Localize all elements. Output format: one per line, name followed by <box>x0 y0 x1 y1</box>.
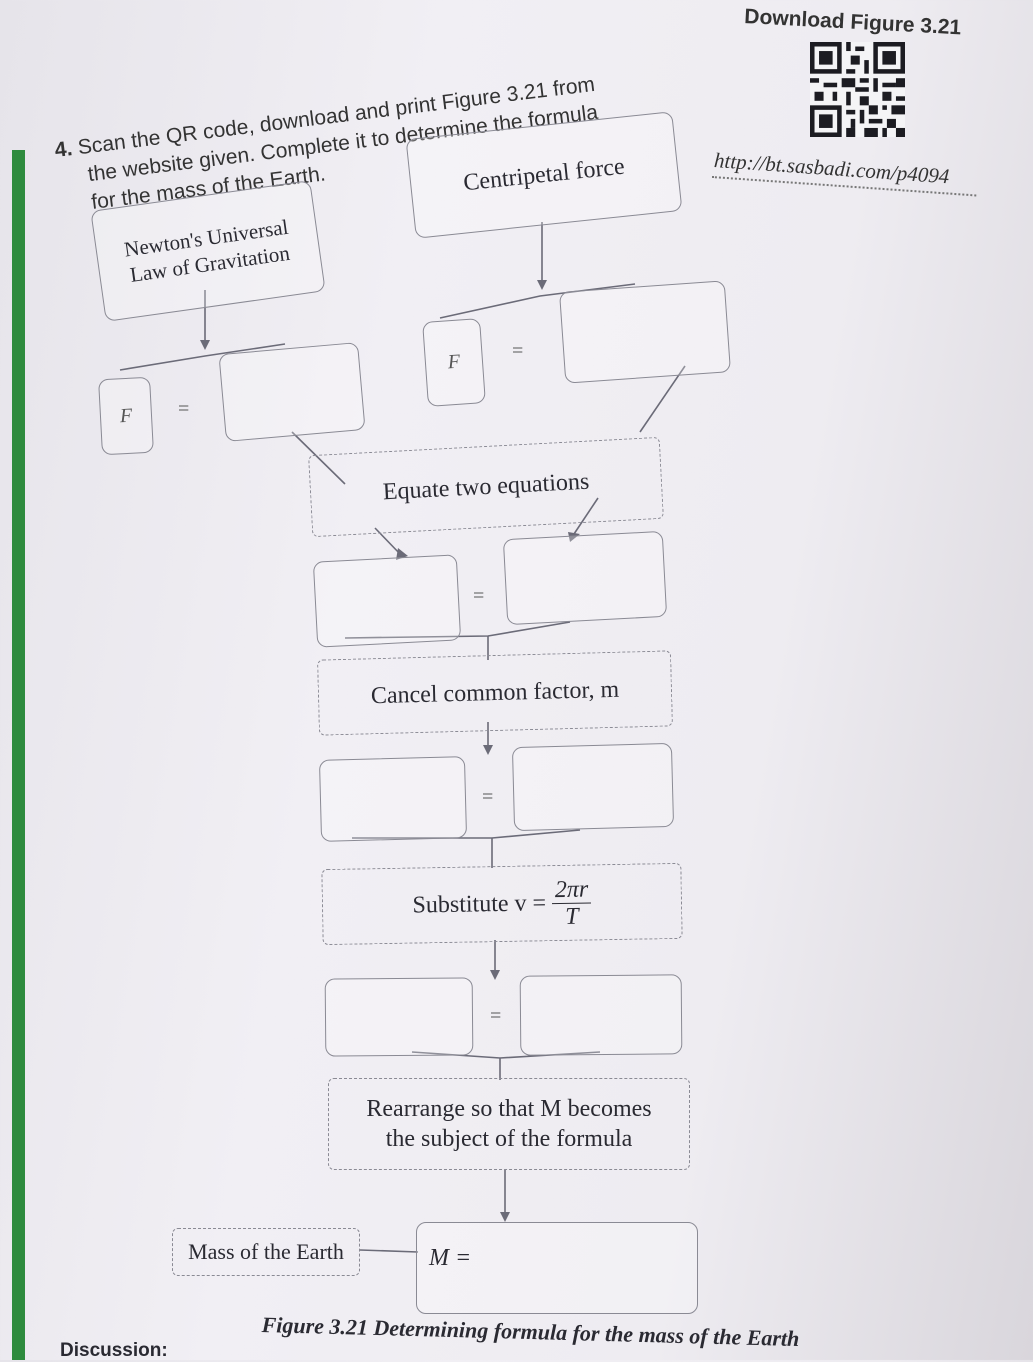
equate-right-box[interactable] <box>502 530 668 626</box>
f-box-right: F <box>422 318 486 407</box>
fraction-denominator: T <box>565 903 579 930</box>
gravitation-answer-box[interactable] <box>218 342 366 442</box>
rearrange-step-label: Rearrange so that M becomes the subject … <box>366 1096 652 1152</box>
mass-of-earth-label: Mass of the Earth <box>188 1239 344 1264</box>
equals-left: = <box>178 398 190 420</box>
equate-step-label: Equate two equations <box>382 468 590 506</box>
discussion-heading: Discussion: <box>60 1340 168 1361</box>
m-equals-label: M = <box>429 1245 472 1271</box>
equals-row2: = <box>482 786 494 808</box>
f-symbol-left: F <box>119 404 133 427</box>
substitute-prefix: Substitute v = <box>412 890 547 919</box>
cancel-step-box: Cancel common factor, m <box>317 650 673 736</box>
mass-of-earth-label-box: Mass of the Earth <box>172 1228 360 1276</box>
equals-row1: = <box>473 585 485 607</box>
substitute-left-box[interactable] <box>324 977 474 1057</box>
centripetal-answer-box[interactable] <box>558 280 732 384</box>
cancel-left-box[interactable] <box>318 756 468 842</box>
mass-answer-box[interactable]: M = <box>416 1222 698 1314</box>
qr-code-icon[interactable] <box>810 42 905 137</box>
substitute-step-box: Substitute v = 2πr T <box>321 862 683 946</box>
f-symbol-right: F <box>447 350 461 374</box>
fraction-2pir-over-t: 2πr T <box>551 875 592 930</box>
equate-left-box[interactable] <box>312 554 462 648</box>
centripetal-force-label: Centripetal force <box>462 153 626 197</box>
chapter-color-bar <box>12 150 25 1360</box>
equals-row3: = <box>490 1005 502 1027</box>
rearrange-step-box: Rearrange so that M becomes the subject … <box>328 1078 690 1170</box>
newton-law-label: Newton's Universal Law of Gravitation <box>122 214 292 287</box>
cancel-step-label: Cancel common factor, m <box>370 676 620 710</box>
substitute-right-box[interactable] <box>519 974 683 1056</box>
f-box-left: F <box>98 376 154 456</box>
equals-right: = <box>512 340 524 362</box>
cancel-right-box[interactable] <box>511 742 675 832</box>
fraction-numerator: 2πr <box>551 875 592 904</box>
